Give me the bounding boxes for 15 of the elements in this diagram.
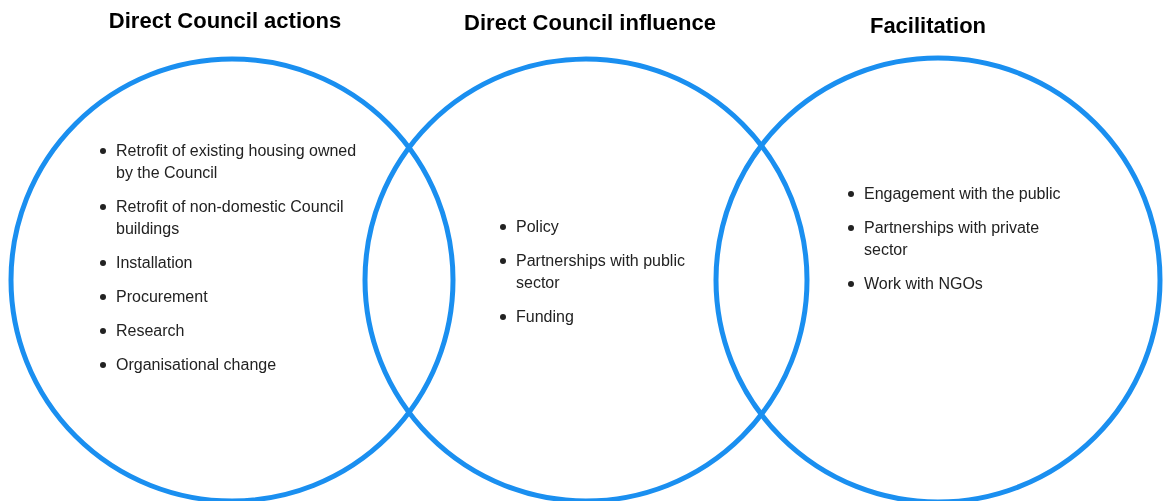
bullet-item: Partnerships with public sector [498, 250, 713, 294]
bullet-item: Research [98, 320, 358, 342]
circle-heading: Facilitation [869, 13, 987, 39]
bullet-item: Work with NGOs [846, 273, 1081, 295]
circle-heading: Direct Council actions [108, 8, 342, 34]
bullet-item: Retrofit of existing housing owned by the Council [98, 140, 358, 184]
circle-heading: Direct Council influence [464, 10, 716, 36]
bullet-item: Organisational change [98, 354, 358, 376]
bullet-item: Installation [98, 252, 358, 274]
bullet-item: Retrofit of non-domestic Council buildings [98, 196, 358, 240]
bullet-item: Funding [498, 306, 713, 328]
bullet-item: Procurement [98, 286, 358, 308]
bullet-item: Policy [498, 216, 713, 238]
bullet-item: Engagement with the public [846, 183, 1081, 205]
bullet-item: Partnerships with private sector [846, 217, 1081, 261]
